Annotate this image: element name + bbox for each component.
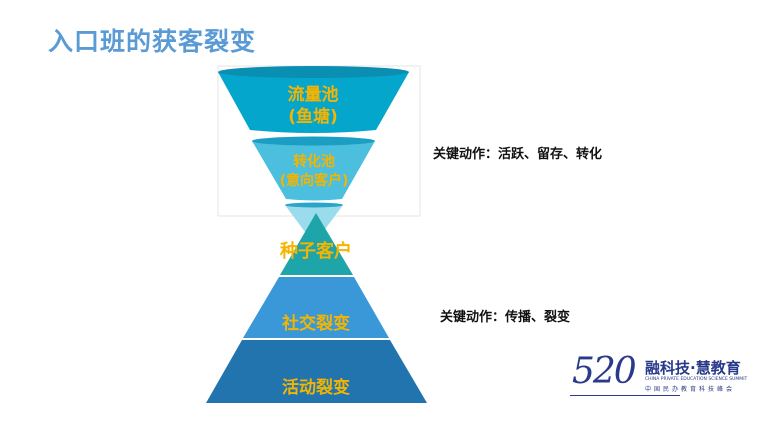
- pool1-label: 流量池: [288, 84, 339, 105]
- logo-english: CHINA PRIVATE EDUCATION SCIENCE SUMMIT: [645, 377, 748, 382]
- pool2-sublabel: (意向客户): [280, 172, 349, 189]
- key-actions-top: 关键动作：活跃、留存、转化: [433, 147, 603, 162]
- pool2-label: 转化池: [293, 153, 335, 170]
- pyramid-tier-activity: [206, 340, 427, 403]
- tier2-label: 社交裂变: [281, 313, 350, 334]
- summit-logo: 520 融科技·慧教育 CHINA PRIVATE EDUCATION SCIE…: [570, 351, 750, 405]
- logo-number: 520: [572, 351, 637, 392]
- key-actions-bottom: 关键动作：传播、裂变: [440, 310, 571, 325]
- funnel-conversion-pool: 转化池 (意向客户): [252, 136, 375, 201]
- tier3-label: 活动裂变: [282, 377, 350, 398]
- logo-chinese: 中国民办教育科技峰会: [645, 386, 736, 393]
- logo-underline: [570, 395, 680, 396]
- tier1-label: 种子客户: [279, 240, 352, 262]
- funnel-traffic-pool: 流量池 (鱼塘): [218, 66, 409, 133]
- logo-name: 融科技·慧教育: [645, 359, 741, 377]
- pyramid-tier-seed: [280, 213, 353, 275]
- pyramid-tier-social: [243, 277, 389, 338]
- pool1-sublabel: (鱼塘): [288, 106, 338, 127]
- page-title: 入口班的获客裂变: [48, 27, 257, 56]
